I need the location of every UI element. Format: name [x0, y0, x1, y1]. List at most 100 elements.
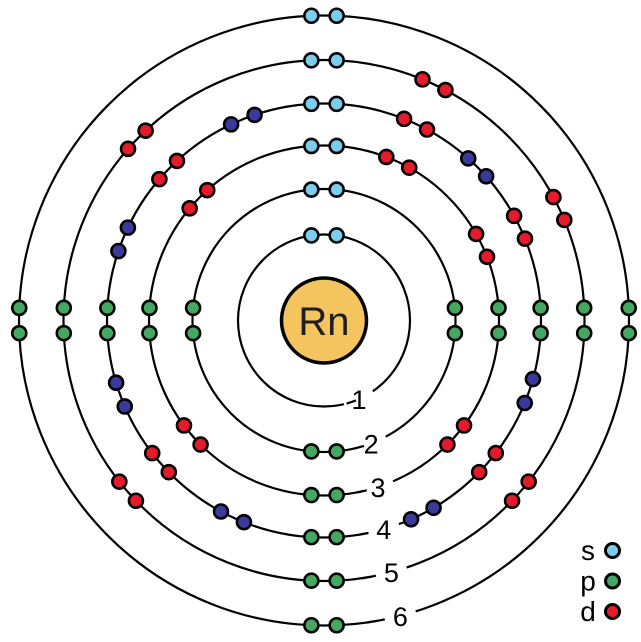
electron-f-icon: [116, 398, 134, 415]
shell-ring-6: [17, 14, 631, 627]
electron-s-icon: [328, 137, 345, 155]
ring-label-gap: [355, 427, 388, 460]
electron-p-icon: [141, 324, 158, 342]
electron-p-icon: [446, 299, 464, 317]
electron-p-icon: [10, 324, 28, 342]
electron-d-icon: [520, 473, 537, 490]
electron-p-icon: [575, 299, 593, 317]
electron-s-icon: [303, 52, 320, 69]
electron-f-icon: [212, 503, 230, 520]
electron-p-icon: [303, 528, 320, 546]
electron-p-icon: [141, 299, 158, 317]
electron-d-icon: [555, 211, 573, 229]
electron-f-icon: [235, 513, 253, 531]
electron-d-icon: [192, 436, 209, 453]
shell-ring-2: [191, 187, 457, 454]
shell-ring-1: [236, 233, 412, 408]
electron-s-icon: [328, 52, 345, 69]
shell-number-2: 2: [364, 429, 379, 459]
electron-d-icon: [143, 444, 161, 462]
electron-f-icon: [524, 370, 542, 388]
electron-d-icon: [478, 248, 496, 266]
electron-d-icon: [151, 170, 168, 188]
ring-label-gap: [342, 383, 375, 416]
electron-d-icon: [111, 473, 128, 490]
legend-dot-p-icon: [604, 572, 621, 590]
electron-d-icon: [175, 417, 193, 434]
shell-number-6: 6: [393, 602, 408, 632]
electron-d-icon: [181, 200, 198, 217]
shell-ring-4: [105, 102, 543, 539]
electron-d-icon: [470, 463, 488, 481]
ring-label-gap: [375, 556, 408, 589]
shell-number-5: 5: [384, 558, 399, 588]
electron-d-icon: [377, 148, 395, 166]
electron-f-icon: [459, 150, 477, 167]
electron-f-icon: [107, 374, 125, 392]
electron-d-icon: [414, 71, 431, 88]
ring-label-dash: [356, 489, 367, 494]
electron-s-icon: [303, 137, 320, 155]
electron-d-icon: [418, 121, 436, 138]
electron-p-icon: [55, 324, 73, 342]
electron-d-icon: [160, 463, 178, 481]
electron-p-icon: [99, 299, 116, 317]
electron-p-icon: [184, 324, 202, 342]
legend-label-d: d: [580, 596, 596, 627]
shell-number-3: 3: [371, 473, 386, 503]
electron-d-icon: [437, 81, 454, 99]
electron-d-icon: [127, 492, 145, 510]
electron-p-icon: [620, 299, 638, 317]
electron-f-icon: [110, 242, 127, 260]
electrons: [10, 7, 638, 634]
electron-f-icon: [425, 499, 442, 517]
electron-d-icon: [119, 140, 137, 158]
electron-p-icon: [55, 299, 73, 317]
electron-p-icon: [10, 299, 28, 317]
electron-p-icon: [303, 443, 320, 460]
electron-s-icon: [328, 7, 345, 25]
electron-d-icon: [395, 110, 413, 128]
shell-rings: [17, 14, 631, 627]
electron-p-icon: [532, 324, 549, 342]
legend-item-p: p: [580, 566, 621, 597]
electron-p-icon: [532, 299, 549, 317]
ring-label-dash: [346, 399, 357, 405]
electron-p-icon: [328, 616, 345, 634]
electron-p-icon: [99, 324, 116, 342]
electron-f-icon: [119, 219, 137, 236]
electron-p-icon: [303, 486, 320, 504]
electron-f-icon: [516, 394, 534, 412]
ring-label-gap: [367, 513, 400, 546]
ring-labels: 1 2 3 4 5 6: [351, 385, 407, 632]
ring-label-dash: [366, 619, 377, 624]
electron-d-icon: [400, 159, 418, 176]
legend-dot-d-icon: [604, 603, 621, 620]
ring-label-dash: [361, 575, 373, 580]
electron-p-icon: [490, 299, 507, 317]
electron-d-icon: [467, 225, 485, 243]
electron-s-icon: [328, 227, 345, 244]
electron-p-icon: [184, 299, 202, 317]
shell-number-1: 1: [351, 385, 366, 415]
electron-d-icon: [487, 444, 505, 462]
electron-p-icon: [490, 324, 507, 342]
electron-d-icon: [168, 152, 186, 170]
electron-f-icon: [222, 116, 240, 133]
electron-p-icon: [328, 528, 345, 546]
electron-p-icon: [328, 572, 345, 589]
ring-label-gap: [362, 470, 395, 503]
nucleus-group: Rn: [279, 276, 369, 365]
electron-p-icon: [328, 486, 345, 504]
electron-s-icon: [303, 181, 320, 198]
shell-number-4: 4: [376, 515, 391, 545]
electron-s-icon: [303, 227, 320, 244]
ring-label-gaps: [342, 383, 417, 632]
electron-f-icon: [246, 106, 263, 124]
ring-label-dash: [354, 444, 365, 450]
legend-label-p: p: [580, 566, 596, 597]
nucleus: [279, 276, 369, 365]
legend: s p d: [580, 535, 621, 627]
electron-p-icon: [328, 443, 345, 460]
electron-d-icon: [198, 181, 216, 199]
